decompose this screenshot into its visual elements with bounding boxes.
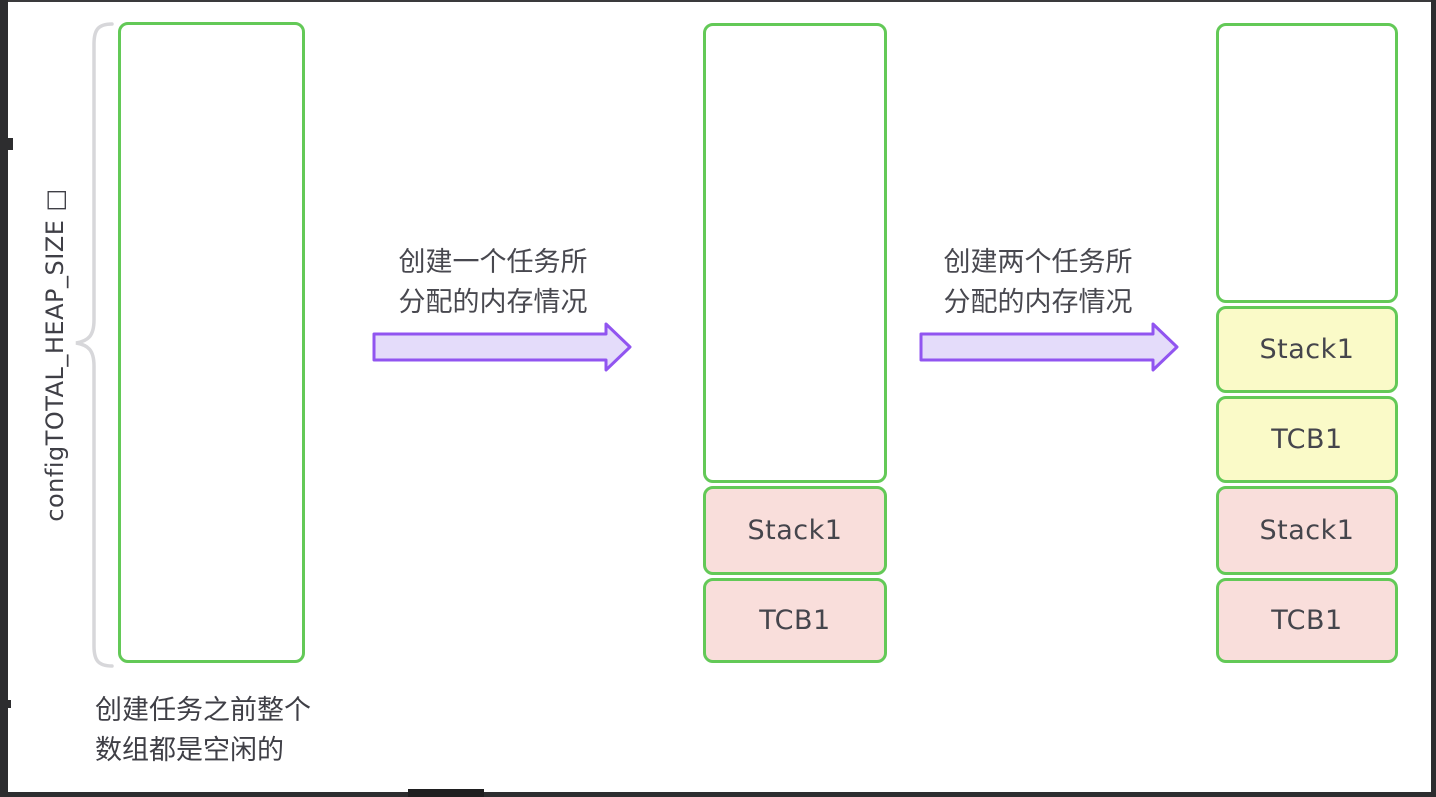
memory-block-tcb1: TCB1 (1216, 578, 1398, 663)
heap-array-two-tasks-free (1216, 23, 1398, 303)
heap-array-one-task-free (703, 23, 887, 483)
arrow1-label-line1: 创建一个任务所 (398, 247, 588, 278)
memory-block-label: TCB1 (1271, 605, 1343, 636)
arrow-right-icon (919, 322, 1179, 372)
arrow-right-icon (372, 322, 632, 372)
heap-array-before (118, 22, 305, 663)
memory-block-stack1-task2: Stack1 (1216, 306, 1398, 393)
memory-block-tcb1-task2: TCB1 (1216, 396, 1398, 483)
frame-artifact (0, 138, 13, 150)
memory-block-label: TCB1 (1271, 424, 1343, 455)
arrow1-label: 创建一个任务所 分配的内存情况 (363, 243, 623, 323)
memory-block-stack1: Stack1 (1216, 486, 1398, 575)
arrow1-label-line2: 分配的内存情况 (398, 287, 588, 318)
frame-edge-bottom (0, 792, 1436, 797)
before-caption: 创建任务之前整个 数组都是空闲的 (95, 691, 311, 771)
frame-edge-top (0, 0, 1436, 2)
memory-block-stack1: Stack1 (703, 486, 887, 575)
memory-block-tcb1: TCB1 (703, 578, 887, 663)
arrow2-label-line2: 分配的内存情况 (943, 287, 1133, 318)
memory-block-label: Stack1 (1259, 334, 1355, 365)
arrow2-label-line1: 创建两个任务所 (943, 247, 1133, 278)
memory-block-label: Stack1 (747, 515, 843, 546)
heap-size-brace-icon (75, 22, 114, 668)
frame-edge-left (0, 0, 8, 797)
frame-edge-right (1431, 0, 1436, 797)
before-caption-line2: 数组都是空闲的 (95, 735, 284, 766)
memory-block-label: Stack1 (1259, 515, 1355, 546)
frame-artifact (408, 789, 484, 797)
memory-block-label: TCB1 (759, 605, 831, 636)
before-caption-line1: 创建任务之前整个 (95, 695, 311, 726)
arrow2-label: 创建两个任务所 分配的内存情况 (908, 243, 1168, 323)
heap-size-label: configTOTAL_HEAP_SIZE □ (41, 188, 69, 522)
frame-artifact (0, 700, 11, 708)
